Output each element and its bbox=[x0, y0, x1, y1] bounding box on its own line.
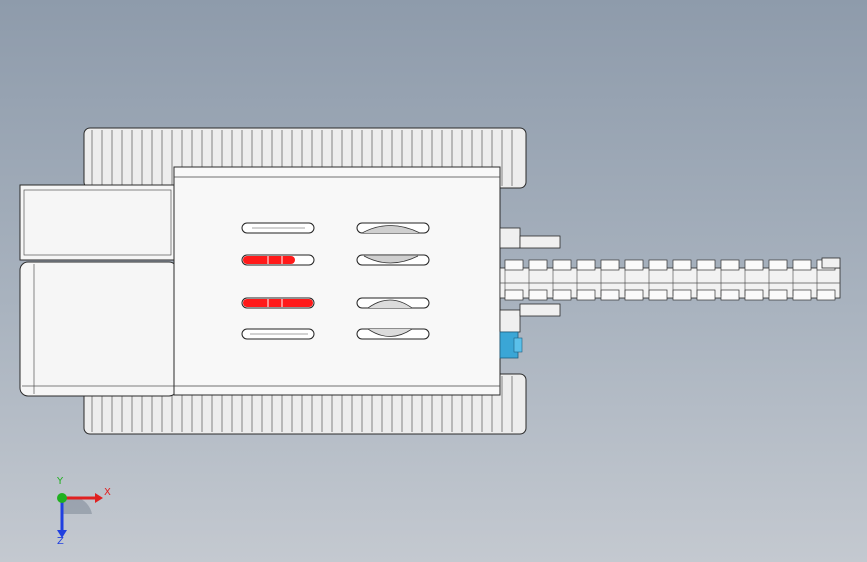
triad-graphic bbox=[57, 493, 103, 538]
chain-link bbox=[552, 289, 572, 301]
chain-link bbox=[528, 259, 548, 271]
chain-links bbox=[504, 259, 836, 301]
chain-link bbox=[744, 259, 764, 271]
front-bracket-bottom[interactable] bbox=[499, 309, 521, 333]
slot-right-2[interactable] bbox=[356, 254, 430, 266]
red-mark-1 bbox=[243, 256, 295, 264]
slot-left-1[interactable] bbox=[241, 222, 315, 234]
y-axis-label: Y bbox=[57, 476, 64, 487]
chain-link bbox=[720, 289, 740, 301]
chain-link bbox=[648, 289, 668, 301]
chain-conveyor[interactable] bbox=[499, 257, 841, 301]
front-bracket-top[interactable] bbox=[499, 227, 521, 249]
chain-link bbox=[672, 289, 692, 301]
red-mark-2 bbox=[243, 299, 313, 307]
rear-lower-box[interactable] bbox=[19, 261, 178, 397]
slot-left-3[interactable] bbox=[241, 297, 315, 309]
chain-link bbox=[696, 259, 716, 271]
x-axis-arrow-icon bbox=[95, 493, 103, 503]
rear-upper-box-inner bbox=[23, 189, 172, 256]
chain-link bbox=[600, 289, 620, 301]
chain-link bbox=[504, 259, 524, 271]
chain-link bbox=[552, 259, 572, 271]
chain-link bbox=[768, 259, 788, 271]
chain-link bbox=[576, 289, 596, 301]
chain-link bbox=[504, 289, 524, 301]
chain-link bbox=[576, 259, 596, 271]
front-arm-bottom[interactable] bbox=[519, 303, 561, 317]
chassis-plate[interactable] bbox=[173, 166, 501, 396]
chain-link bbox=[624, 289, 644, 301]
triad-quadrant bbox=[62, 496, 92, 514]
coordinate-triad: X Y Z bbox=[40, 476, 120, 550]
chain-link bbox=[744, 289, 764, 301]
chain-link bbox=[648, 259, 668, 271]
slot-left-2[interactable] bbox=[241, 254, 315, 266]
chain-link bbox=[720, 259, 740, 271]
slot-right-1[interactable] bbox=[356, 222, 430, 234]
chain-link bbox=[600, 259, 620, 271]
chain-end-bracket bbox=[821, 257, 841, 269]
chain-link bbox=[672, 259, 692, 271]
chain-link bbox=[696, 289, 716, 301]
chain-link bbox=[792, 259, 812, 271]
front-arm-top[interactable] bbox=[519, 235, 561, 249]
slot-right-3[interactable] bbox=[356, 297, 430, 309]
chain-link bbox=[528, 289, 548, 301]
chain-link bbox=[816, 289, 836, 301]
chain-link bbox=[768, 289, 788, 301]
motor-cap bbox=[513, 337, 523, 353]
chain-link bbox=[624, 259, 644, 271]
z-axis-label: Z bbox=[57, 536, 64, 547]
chain-link bbox=[792, 289, 812, 301]
x-axis-label: X bbox=[104, 487, 111, 498]
z-axis-arrow-icon bbox=[57, 530, 67, 538]
rear-upper-box[interactable] bbox=[19, 184, 176, 261]
y-axis-dot-icon bbox=[57, 493, 67, 503]
slot-right-4[interactable] bbox=[356, 328, 430, 340]
slot-left-4[interactable] bbox=[241, 328, 315, 340]
